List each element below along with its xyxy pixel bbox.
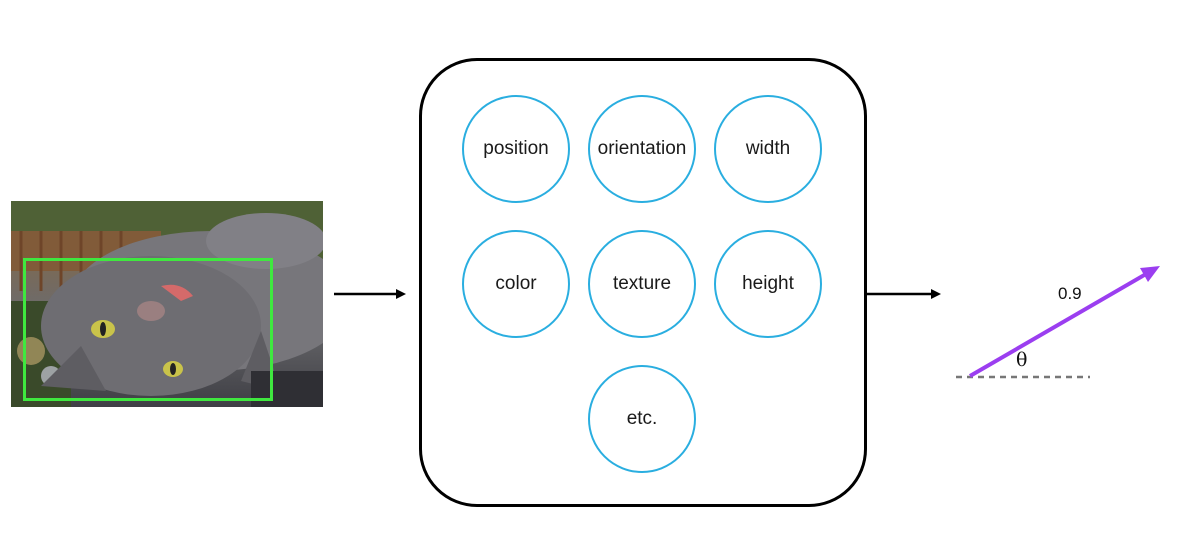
vector-arrowhead xyxy=(1140,266,1160,282)
feature-etc: etc. xyxy=(588,365,696,473)
feature-position: position xyxy=(462,95,570,203)
feature-extractor-box: position orientation width color texture… xyxy=(419,58,867,507)
feature-label: etc. xyxy=(626,408,658,429)
feature-width: width xyxy=(714,95,822,203)
input-cat-image xyxy=(11,201,323,407)
magnitude-label: 0.9 xyxy=(1058,284,1082,303)
bounding-box xyxy=(23,258,273,401)
feature-label: orientation xyxy=(597,138,687,159)
feature-height: height xyxy=(714,230,822,338)
output-vector xyxy=(956,266,1160,379)
feature-label: width xyxy=(745,138,791,159)
vector-line xyxy=(968,272,1148,378)
feature-label: texture xyxy=(612,273,672,294)
feature-color: color xyxy=(462,230,570,338)
input-arrow xyxy=(334,289,406,299)
feature-label: color xyxy=(495,273,537,294)
feature-label: height xyxy=(742,273,794,294)
feature-orientation: orientation xyxy=(588,95,696,203)
cat-illustration xyxy=(11,201,323,407)
feature-label: position xyxy=(483,138,549,159)
feature-texture: texture xyxy=(588,230,696,338)
angle-label: θ xyxy=(1016,349,1028,371)
output-arrow xyxy=(867,289,941,299)
